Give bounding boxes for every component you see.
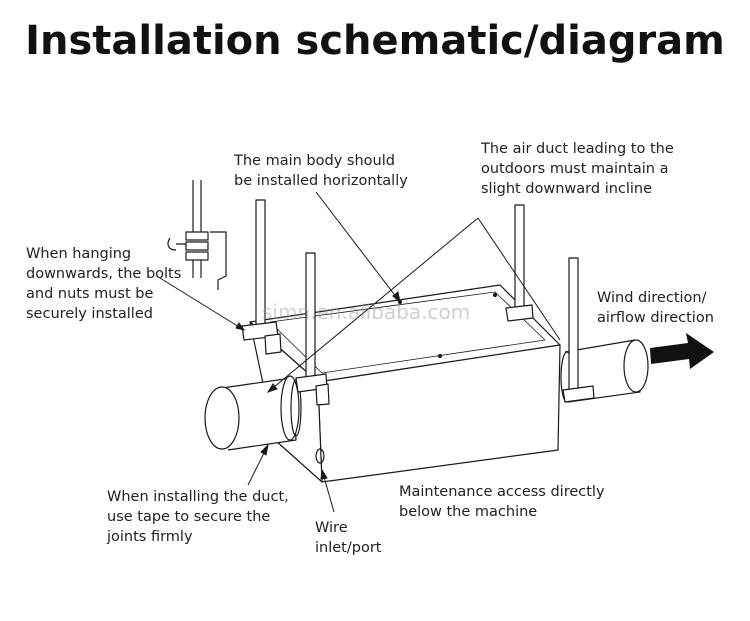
watermark: simn.en.alibaba.com: [262, 300, 471, 324]
airflow-arrow: [650, 333, 714, 369]
label-main-body: The main body should be installed horizo…: [234, 153, 408, 189]
rod-right-back: [514, 204, 525, 311]
rod-right-front: [568, 257, 579, 394]
label-hanging-bolts: When hanging downwards, the bolts and nu…: [26, 246, 182, 322]
leader-air-duct-2: [477, 217, 561, 341]
leader-main-body: [315, 191, 401, 303]
label-duct-tape: When installing the duct, use tape to se…: [107, 489, 289, 545]
label-maintenance: Maintenance access directly below the ma…: [399, 484, 605, 520]
label-wind-direction: Wind direction/ airflow direction: [597, 290, 714, 326]
page-title: Installation schematic/diagram: [25, 18, 725, 64]
label-air-duct-incline: The air duct leading to the outdoors mus…: [481, 141, 674, 197]
leader-air-duct-1: [267, 217, 479, 393]
leader-hanging: [159, 277, 245, 331]
label-wire-port: Wire inlet/port: [315, 520, 382, 556]
